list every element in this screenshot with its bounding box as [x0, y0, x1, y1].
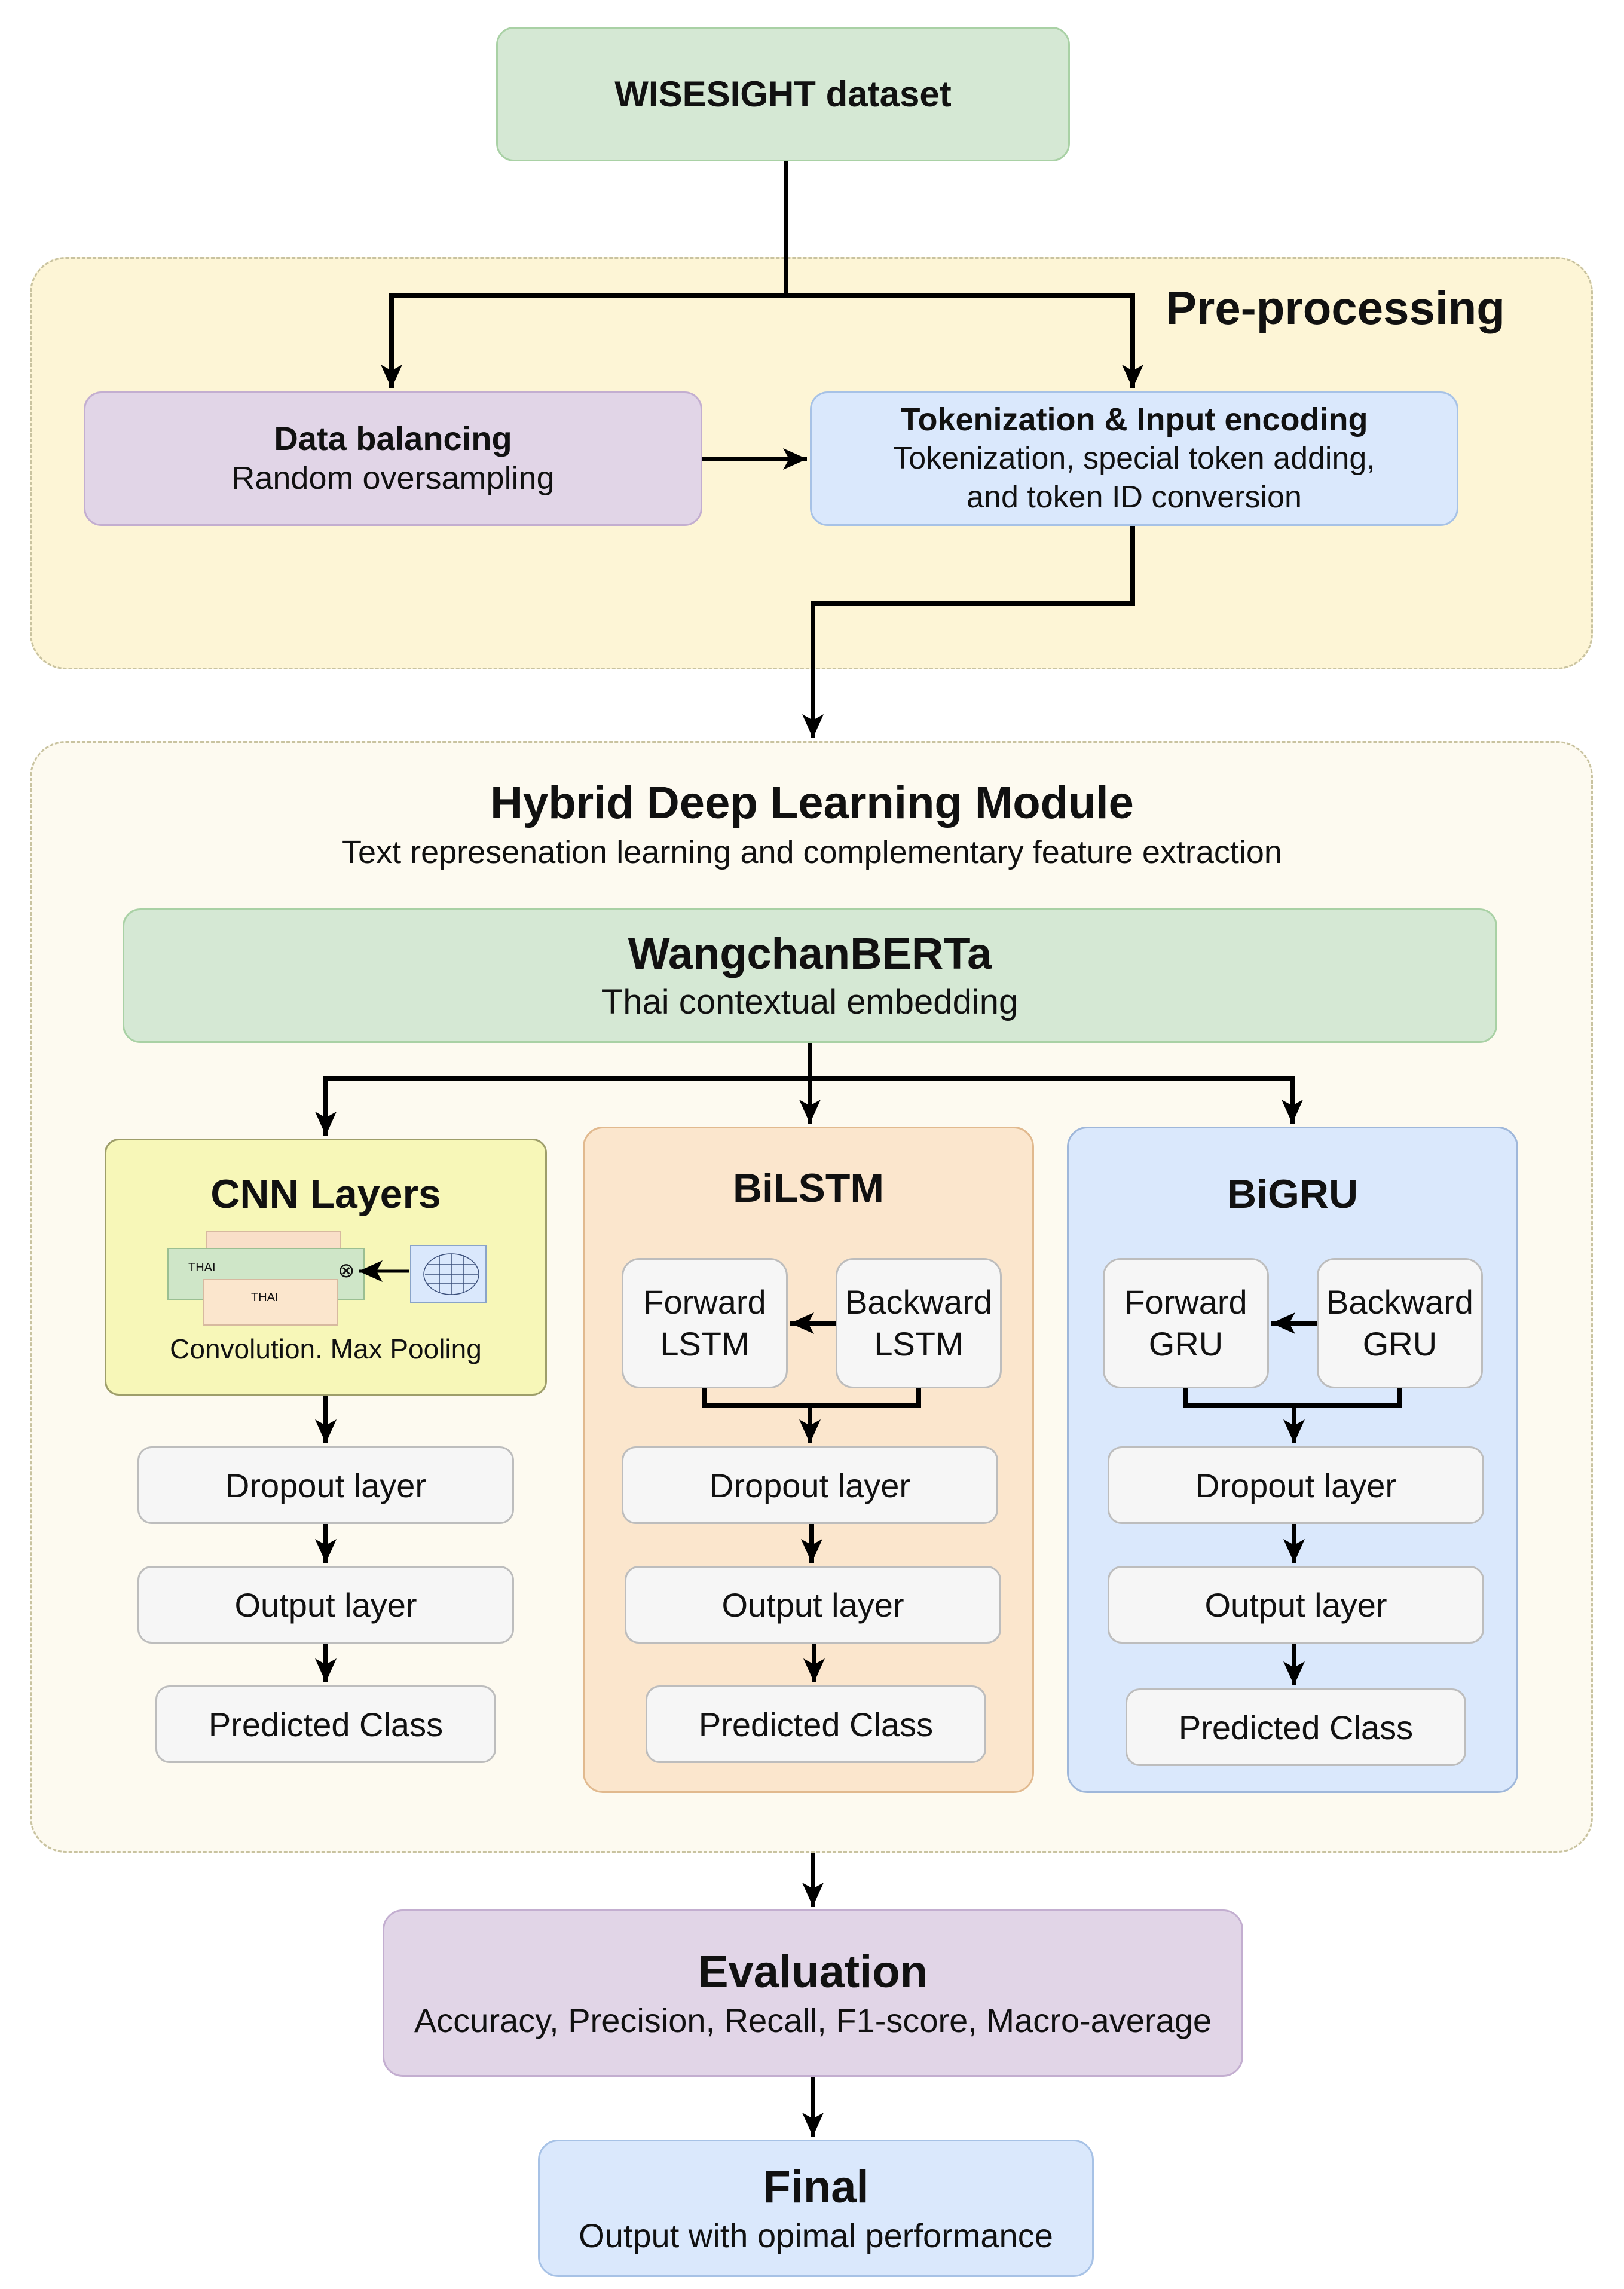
evaluation-box: Evaluation Accuracy, Precision, Recall, … [383, 1909, 1243, 2077]
final-title: Final [763, 2162, 869, 2213]
dataset-box: WISESIGHT dataset [496, 27, 1070, 161]
cnn-fig-text-1: THAI [188, 1261, 216, 1274]
forward-lstm-line-2: LSTM [660, 1325, 750, 1363]
cnn-dropout-layer: Dropout layer [137, 1446, 514, 1524]
bilstm-predicted-class: Predicted Class [646, 1685, 986, 1763]
evaluation-sub: Accuracy, Precision, Recall, F1-score, M… [414, 2001, 1212, 2039]
backward-lstm-box: Backward LSTM [836, 1258, 1002, 1388]
cnn-caption: Convolution. Max Pooling [170, 1333, 482, 1364]
forward-lstm-box: Forward LSTM [622, 1258, 788, 1388]
module-subtitle: Text represenation learning and compleme… [342, 834, 1282, 870]
wangchanberta-box: WangchanBERTa Thai contextual embedding [123, 908, 1497, 1043]
evaluation-title: Evaluation [698, 1947, 928, 1998]
backward-lstm-line-2: LSTM [874, 1325, 964, 1363]
backward-lstm-line-1: Backward [845, 1283, 992, 1321]
backward-gru-line-2: GRU [1362, 1325, 1438, 1363]
tokenization-title: Tokenization & Input encoding [900, 402, 1368, 438]
arrow-bert-to-bigru [810, 1076, 1303, 1124]
arrow-dataset-to-balancing [381, 161, 788, 388]
bigru-dropout-layer: Dropout layer [1108, 1446, 1484, 1524]
bilstm-output-layer: Output layer [625, 1566, 1001, 1644]
cnn-fig-front-sheet [203, 1279, 338, 1326]
tokenization-box: Tokenization & Input encoding Tokenizati… [810, 391, 1458, 526]
wangchanberta-sub: Thai contextual embedding [601, 982, 1019, 1021]
cnn-predicted-class: Predicted Class [155, 1685, 496, 1763]
forward-gru-line-1: Forward [1124, 1283, 1247, 1321]
cnn-figure: THAI THAI ⊗ [167, 1231, 490, 1327]
cnn-output-layer: Output layer [137, 1566, 514, 1644]
tokenization-sub-1: Tokenization, special token adding, [893, 440, 1375, 476]
forward-gru-line-2: GRU [1148, 1325, 1224, 1363]
cnn-fig-grid-icon [410, 1245, 487, 1303]
backward-gru-line-1: Backward [1326, 1283, 1473, 1321]
bigru-output-layer: Output layer [1108, 1566, 1484, 1644]
final-sub: Output with opimal performance [579, 2216, 1053, 2254]
data-balancing-title: Data balancing [274, 420, 512, 458]
tokenization-sub-2: and token ID conversion [967, 479, 1302, 515]
arrow-bert-to-cnn [315, 1076, 810, 1136]
module-title: Hybrid Deep Learning Module [490, 778, 1134, 828]
bilstm-title: BiLSTM [732, 1165, 885, 1211]
cnn-title: CNN Layers [210, 1171, 441, 1217]
data-balancing-sub: Random oversampling [231, 460, 555, 497]
wangchanberta-title: WangchanBERTa [628, 928, 992, 978]
bilstm-merge-line [702, 1388, 921, 1408]
dataset-title: WISESIGHT dataset [614, 74, 952, 114]
cnn-fig-multiply-icon: ⊗ [338, 1259, 355, 1282]
bigru-title: BiGRU [1227, 1171, 1359, 1217]
arrow-tokenization-to-module [802, 526, 1135, 738]
bigru-predicted-class: Predicted Class [1126, 1688, 1466, 1766]
bigru-merge-line [1183, 1388, 1402, 1408]
forward-gru-box: Forward GRU [1103, 1258, 1269, 1388]
backward-gru-box: Backward GRU [1317, 1258, 1483, 1388]
cnn-fig-text-2: THAI [251, 1291, 279, 1304]
data-balancing-box: Data balancing Random oversampling [84, 391, 702, 526]
arrow-dataset-to-tokenization [786, 293, 1143, 388]
bilstm-dropout-layer: Dropout layer [622, 1446, 998, 1524]
final-box: Final Output with opimal performance [538, 2140, 1094, 2277]
preprocessing-label: Pre-processing [1166, 281, 1505, 334]
forward-lstm-line-1: Forward [643, 1283, 766, 1321]
